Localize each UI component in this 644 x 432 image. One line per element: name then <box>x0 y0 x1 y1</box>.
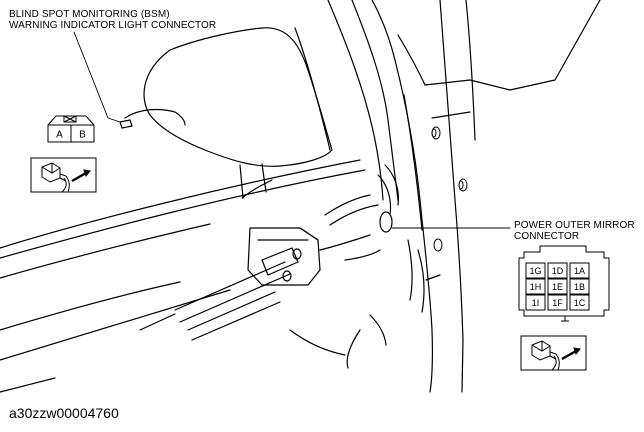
leader-lines <box>73 31 511 229</box>
mirror-pin-1e: 1E <box>552 282 563 292</box>
door-belt-lines <box>0 159 366 393</box>
mirror-pin-1c: 1C <box>574 298 586 308</box>
bsm-callout-line2: WARNING INDICATOR LIGHT CONNECTOR <box>9 20 217 31</box>
pom-callout-line1: POWER OUTER MIRROR <box>514 220 635 231</box>
mirror-pin-1f: 1F <box>552 298 563 308</box>
bsm-wire-pigtail <box>119 108 186 129</box>
door-panel-edge <box>394 0 601 393</box>
window-frame <box>327 0 426 201</box>
mirror-pin-1b: 1B <box>574 282 585 292</box>
mirror-pin-1h: 1H <box>530 282 542 292</box>
mirror-pin-1d: 1D <box>552 266 564 276</box>
side-mirror <box>143 27 333 199</box>
body-side <box>439 0 476 393</box>
inner-door-mechanism <box>247 164 400 369</box>
harness-side-view-icon-2 <box>520 335 587 371</box>
pom-callout-line2: CONNECTOR <box>514 231 580 242</box>
mirror-pin-1g: 1G <box>529 266 541 276</box>
bsm-pin-a: A <box>56 130 63 141</box>
bolt-group <box>431 126 468 252</box>
mirror-pin-1i: 1I <box>532 298 540 308</box>
mirror-connector-face: 1G 1D 1A 1H 1E 1B 1I 1F 1C <box>518 245 610 322</box>
bsm-pin-b: B <box>79 130 86 141</box>
bsm-callout-line1: BLIND SPOT MONITORING (BSM) <box>9 9 170 20</box>
harness-bundle <box>407 239 441 313</box>
door-strut <box>139 247 302 341</box>
power-mirror-connector-callout: POWER OUTER MIRROR CONNECTOR <box>514 220 635 242</box>
mirror-pin-1a: 1A <box>574 266 585 276</box>
figure-id: a30zzw00004760 <box>9 405 119 421</box>
bsm-connector-callout: BLIND SPOT MONITORING (BSM) WARNING INDI… <box>9 9 216 31</box>
harness-side-view-icon <box>30 157 97 193</box>
bsm-connector-face: A B <box>47 115 95 143</box>
